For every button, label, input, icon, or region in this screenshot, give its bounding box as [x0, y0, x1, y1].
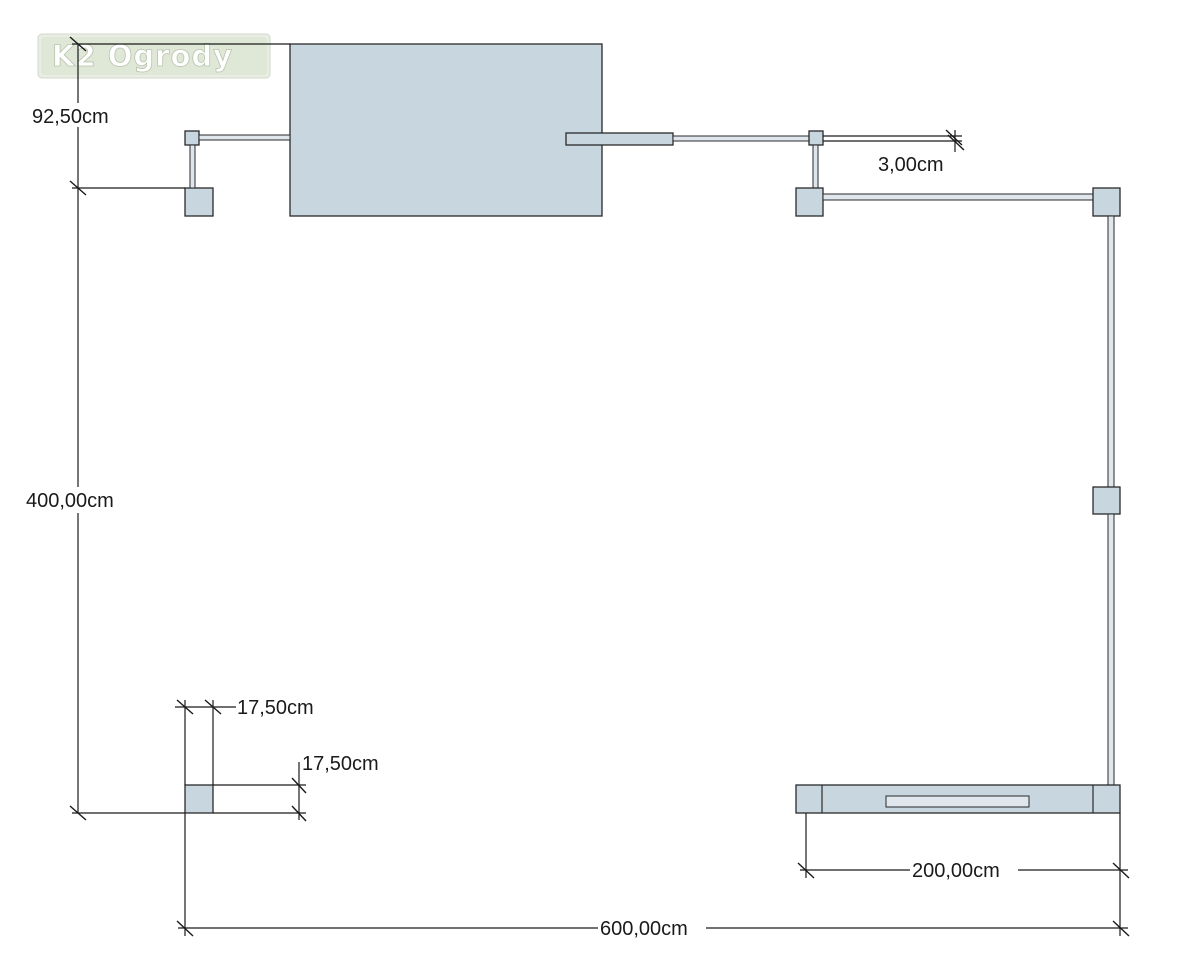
dimension-label-gate-width: 200,00cm [912, 860, 1000, 882]
post-top-right [795, 187, 824, 217]
horizontal-rail-left [198, 134, 291, 141]
dimension-gate-width: 200,00cm [797, 813, 1130, 882]
dimension-post-width: 17,50cm [175, 697, 314, 785]
post-bottom-left [184, 784, 214, 814]
dimension-post-depth: 17,50cm [213, 753, 379, 822]
post-corner-top-right [1092, 187, 1121, 217]
dimension-label-total-width: 600,00cm [600, 918, 688, 940]
vertical-rail-top-right [812, 144, 819, 189]
gate-bottom-right [795, 784, 1121, 814]
dimension-height: 400,00cm [26, 188, 185, 821]
rail-right-vertical-lower [1107, 513, 1115, 786]
dimension-total-width: 600,00cm [176, 813, 1130, 940]
k2-ogrody-logo: K2 Ogrody [37, 33, 271, 79]
dimension-label-post-width: 17,50cm [237, 697, 314, 719]
vertical-rail-top-left [189, 144, 196, 189]
small-block-top-right [808, 130, 824, 146]
post-top-left [184, 187, 214, 217]
bar-top-middle [565, 132, 674, 146]
dimension-label-post-depth: 17,50cm [302, 753, 379, 775]
main-panel [289, 43, 603, 217]
dimension-label-height: 400,00cm [26, 490, 114, 512]
dimension-label-gap: 3,00cm [878, 154, 944, 176]
rail-right-top [822, 193, 1094, 201]
dimension-top-offset: 92,50cm [32, 36, 290, 196]
dimension-gap: 3,00cm [823, 129, 965, 176]
dimension-label-top-offset: 92,50cm [32, 106, 109, 128]
horizontal-rail-right [672, 135, 810, 142]
post-right-middle [1092, 486, 1121, 515]
small-block-top-left [184, 130, 200, 146]
rail-right-vertical-upper [1107, 215, 1115, 488]
